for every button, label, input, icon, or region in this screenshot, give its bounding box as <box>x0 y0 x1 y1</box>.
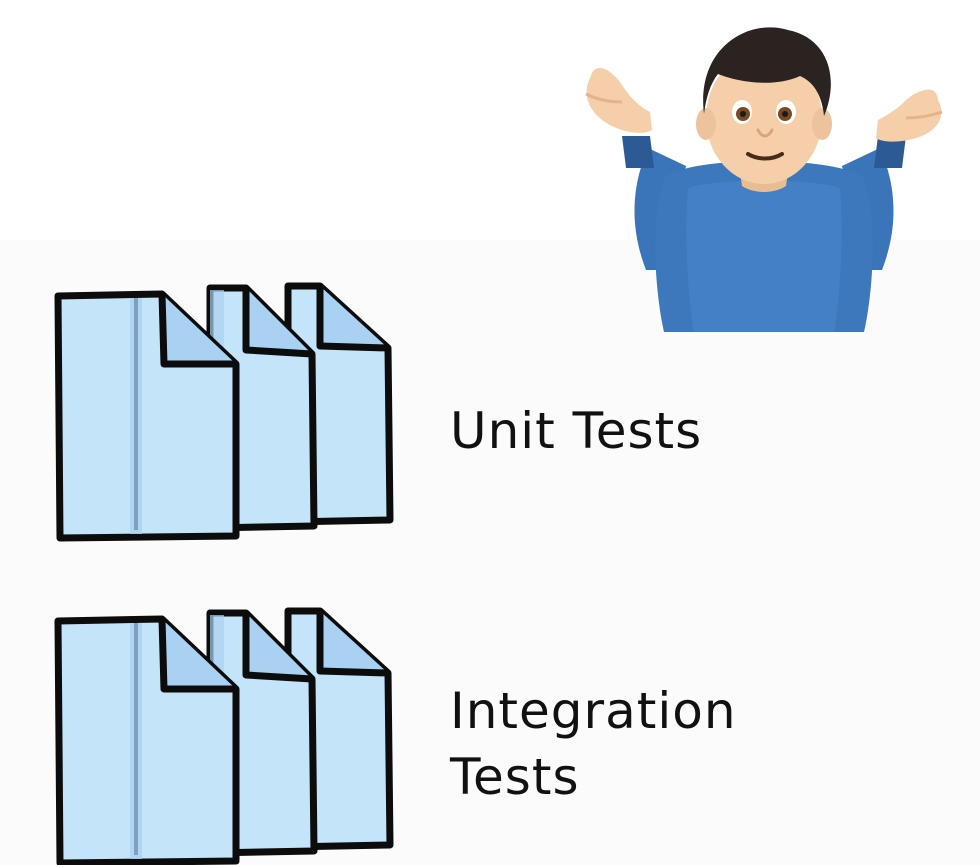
unit-tests-document-stack-icon <box>54 282 394 542</box>
person-shrugging-icon <box>585 27 943 332</box>
integration-tests-document-stack-icon <box>54 607 394 865</box>
unit-tests-label: Unit Tests <box>450 402 703 460</box>
integration-tests-label: Integration Tests <box>450 682 737 806</box>
